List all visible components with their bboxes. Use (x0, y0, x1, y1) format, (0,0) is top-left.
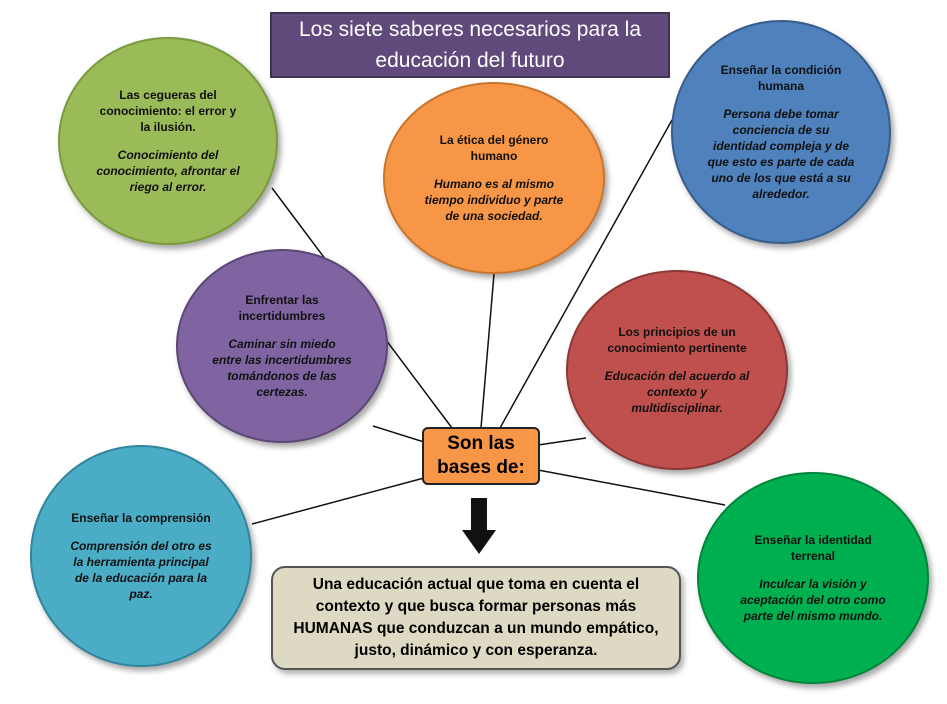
node-incertidumbres: Enfrentar las incertidumbres Caminar sin… (176, 249, 388, 443)
node-principios-heading: Los principios de un conocimiento pertin… (607, 325, 747, 355)
node-etica-body: Humano es al mismo tiempo individuo y pa… (424, 177, 564, 223)
node-terrenal: Enseñar la identidad terrenal Inculcar l… (697, 472, 929, 684)
connector-incertidumbres (372, 425, 425, 443)
node-comprension-body: Comprensión del otro es la herramienta p… (70, 539, 212, 601)
node-comprension-heading: Enseñar la comprensión (71, 511, 211, 525)
node-principios: Los principios de un conocimiento pertin… (566, 270, 788, 470)
node-cegueras-heading: Las cegueras del conocimiento: el error … (99, 88, 237, 134)
node-cegueras: Las cegueras del conocimiento: el error … (58, 37, 278, 245)
connector-terrenal (537, 469, 726, 506)
node-etica-heading: La ética del género humano (439, 133, 549, 163)
diagram-title: Los siete saberes necesarios para la edu… (270, 12, 670, 78)
node-cegueras-body: Conocimiento del conocimiento, afrontar … (96, 148, 240, 194)
node-condicion: Enseñar la condición humana Persona debe… (671, 20, 891, 244)
node-etica: La ética del género humano Humano es al … (383, 82, 605, 274)
node-condicion-heading: Enseñar la condición humana (720, 63, 842, 93)
node-incertidumbres-heading: Enfrentar las incertidumbres (238, 293, 326, 323)
node-principios-body: Educación del acuerdo al contexto y mult… (604, 369, 750, 415)
connector-principios (537, 437, 587, 446)
node-incertidumbres-body: Caminar sin miedo entre las incertidumbr… (212, 337, 352, 399)
node-comprension: Enseñar la comprensión Comprensión del o… (30, 445, 252, 667)
down-arrow-icon (462, 498, 496, 554)
node-terrenal-heading: Enseñar la identidad terrenal (754, 533, 872, 563)
node-condicion-body: Persona debe tomar conciencia de su iden… (707, 107, 855, 201)
node-terrenal-body: Inculcar la visión y aceptación del otro… (740, 577, 886, 623)
connector-comprension (251, 477, 425, 525)
connector-condicion (499, 119, 673, 429)
connector-etica (480, 273, 495, 429)
hub-box: Son las bases de: (422, 427, 540, 485)
conclusion-box: Una educación actual que toma en cuenta … (271, 566, 681, 670)
